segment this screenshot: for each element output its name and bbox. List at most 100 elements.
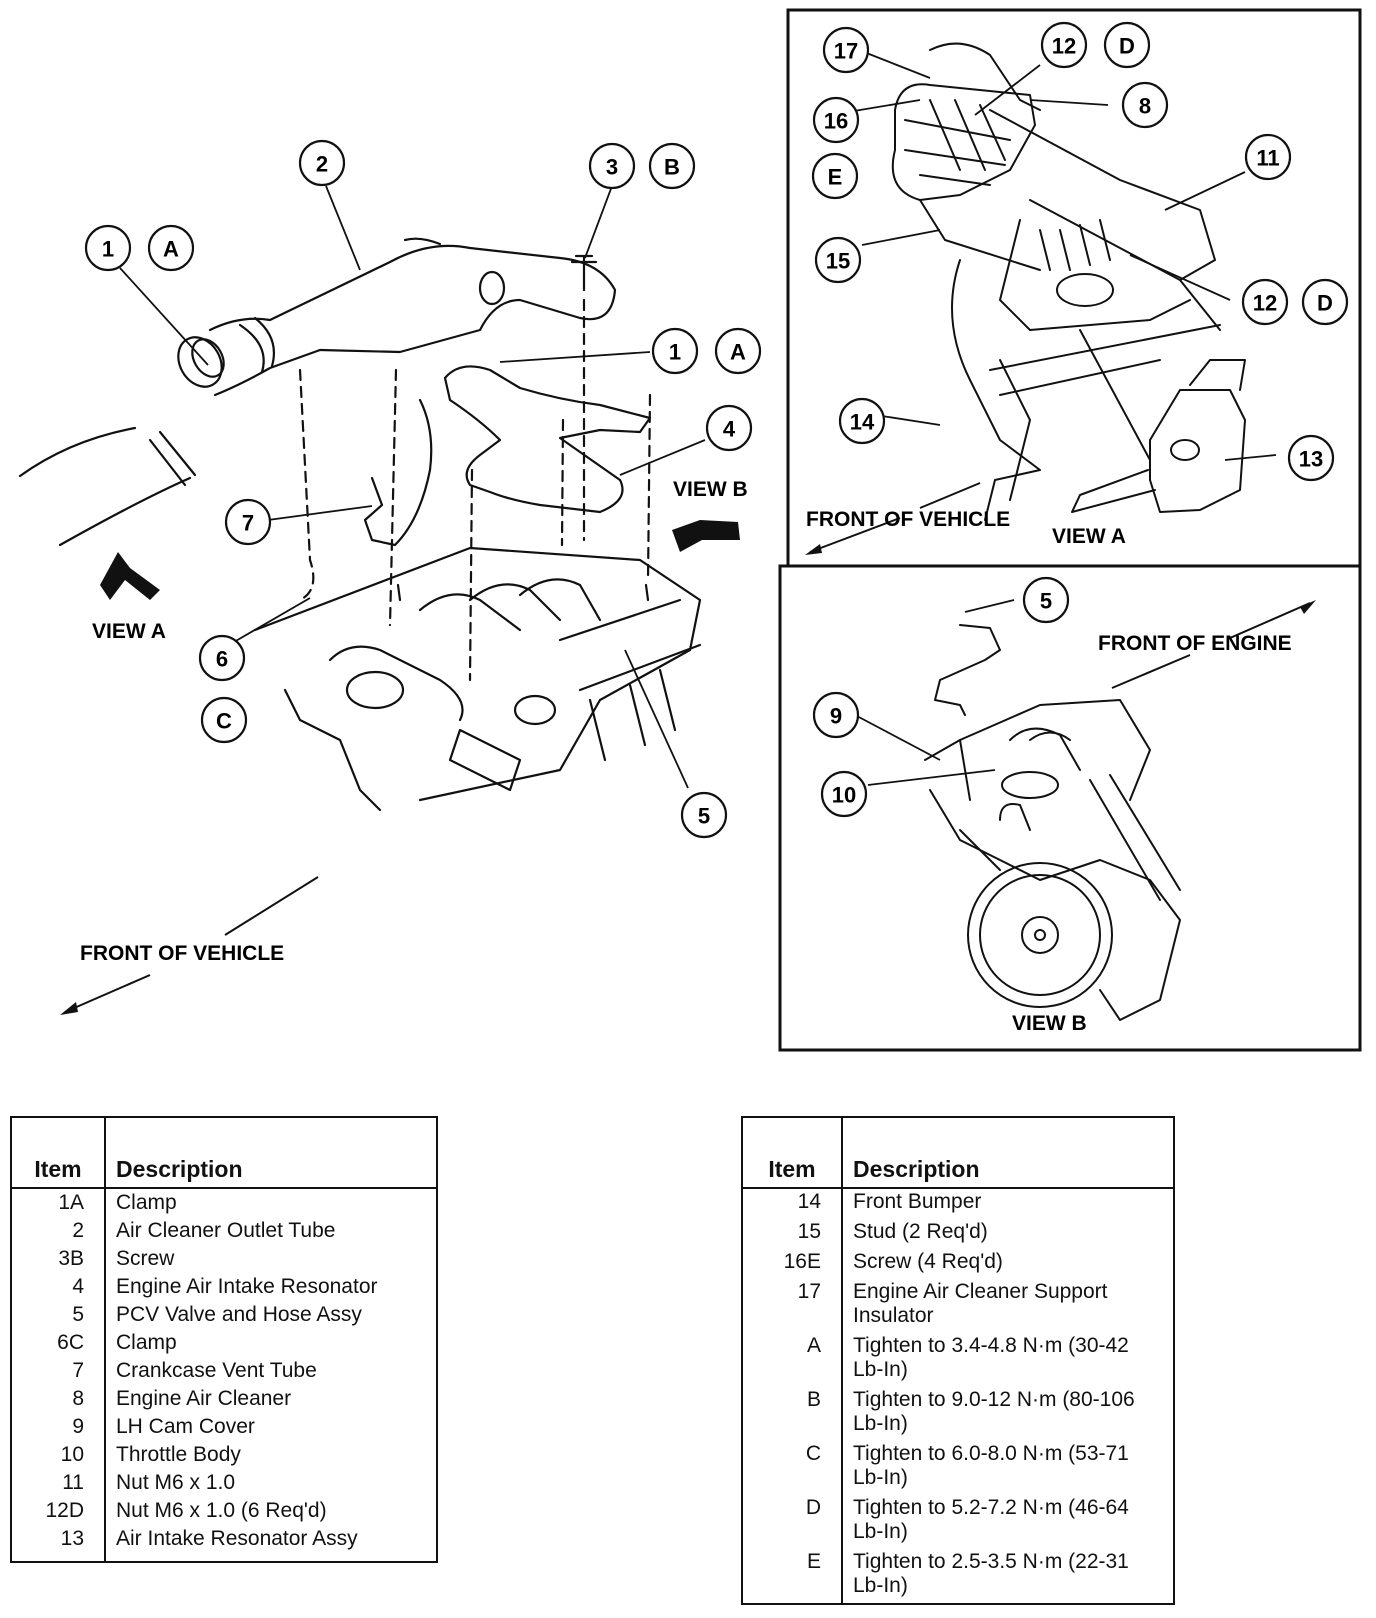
callout-number: 11	[1256, 146, 1279, 171]
legend-item-code: 13	[11, 1525, 106, 1562]
legend-item-code: 4	[11, 1273, 106, 1301]
callout-number: A	[163, 237, 179, 262]
legend-item-code: 8	[11, 1385, 106, 1413]
legend-item-code: 9	[11, 1413, 106, 1441]
legend-item-description: Tighten to 6.0-8.0 N·m (53-71 Lb-In)	[853, 1442, 1129, 1489]
callout-number: A	[730, 340, 746, 365]
legend-item-code: 11	[11, 1469, 106, 1497]
view-a-arrow-icon	[100, 552, 160, 600]
callout-circles	[84, 21, 1349, 839]
callout-number: 12	[1253, 291, 1277, 316]
callout-number: 2	[316, 152, 328, 177]
legend-item-description: Clamp	[116, 1191, 177, 1214]
legend-item-description: Clamp	[116, 1331, 177, 1354]
column-header-item: Item	[11, 1117, 106, 1189]
legend-item-code: 5	[11, 1301, 106, 1329]
callout-number: B	[664, 155, 680, 180]
callout-number: 4	[723, 417, 736, 442]
engine-air-intake-diagram: 1 A 2 3 B 1 A 4 7 6 C 5 17 12 D 16 8 E 1…	[18, 8, 1362, 1052]
callout-number: 5	[1040, 589, 1052, 614]
view-a-panel-title: VIEW A	[1052, 525, 1126, 548]
legend-item-description: Tighten to 2.5-3.5 N·m (22-31 Lb-In)	[853, 1550, 1129, 1597]
legend-item-code: 3B	[11, 1245, 106, 1273]
callout-number: 9	[830, 704, 842, 729]
callout-number: 13	[1299, 447, 1323, 472]
legend-item-code: 15	[742, 1219, 843, 1249]
legend-item-code: C	[742, 1441, 843, 1495]
table-row: 9 LH Cam Cover	[11, 1413, 437, 1441]
legend-item-description: Stud (2 Req'd)	[853, 1220, 988, 1243]
callout-number: 5	[698, 804, 710, 829]
main-view-drawing	[18, 237, 702, 812]
callout-number: 10	[832, 783, 856, 808]
callout-number: 16	[824, 109, 848, 134]
legend-item-description: Throttle Body	[116, 1443, 241, 1466]
front-of-engine-arrow-icon	[1111, 602, 1311, 689]
legend-item-description: Engine Air Cleaner Support Insulator	[853, 1280, 1108, 1327]
callout-numbers: 1 A 2 3 B 1 A 4 7 6 C 5 17 12 D 16 8 E 1…	[102, 34, 1333, 829]
legend-item-code: 10	[11, 1441, 106, 1469]
view-a-label: VIEW A	[92, 620, 166, 643]
callout-number: 15	[826, 249, 850, 274]
table-row: 3B Screw	[11, 1245, 437, 1273]
callout-number: 17	[834, 39, 858, 64]
table-row: 16E Screw (4 Req'd)	[742, 1249, 1174, 1279]
table-row: 15 Stud (2 Req'd)	[742, 1219, 1174, 1249]
legend-item-description: Tighten to 9.0-12 N·m (80-106 Lb-In)	[853, 1388, 1135, 1435]
legend-item-description: Crankcase Vent Tube	[116, 1359, 317, 1382]
table-row: 12D Nut M6 x 1.0 (6 Req'd)	[11, 1497, 437, 1525]
legend-item-code: 17	[742, 1279, 843, 1333]
column-header-description: Description	[105, 1117, 437, 1189]
legend-item-description: Screw (4 Req'd)	[853, 1250, 1003, 1273]
legend-item-description: Air Intake Resonator Assy	[116, 1527, 358, 1550]
front-of-vehicle-label: FRONT OF VEHICLE	[80, 942, 284, 965]
callout-number: D	[1119, 34, 1135, 59]
legend-item-description: Screw	[116, 1247, 175, 1270]
callout-number: C	[216, 709, 232, 734]
legend-item-description: Front Bumper	[853, 1190, 982, 1213]
callout-number: D	[1317, 291, 1333, 316]
callout-number: E	[828, 165, 843, 190]
callout-number: 8	[1139, 94, 1151, 119]
legend-item-code: 2	[11, 1217, 106, 1245]
view-a-drawing	[891, 42, 1246, 521]
legend-item-code: 16E	[742, 1249, 843, 1279]
table-row: 13 Air Intake Resonator Assy	[11, 1525, 437, 1562]
legend-item-code: A	[742, 1333, 843, 1387]
table-row: 6C Clamp	[11, 1329, 437, 1357]
view-b-arrow-icon	[672, 520, 740, 552]
legend-item-code: 12D	[11, 1497, 106, 1525]
legend-item-code: 6C	[11, 1329, 106, 1357]
callout-number: 14	[850, 410, 875, 435]
legend-item-description: Tighten to 3.4-4.8 N·m (30-42 Lb-In)	[853, 1334, 1129, 1381]
view-b-panel-title: VIEW B	[1012, 1012, 1087, 1035]
view-a-front-arrow-icon	[809, 482, 981, 553]
table-row: 2 Air Cleaner Outlet Tube	[11, 1217, 437, 1245]
view-labels: VIEW A VIEW B FRONT OF VEHICLE FRONT OF …	[80, 478, 1292, 1035]
legend-item-code: B	[742, 1387, 843, 1441]
legend-item-description: Nut M6 x 1.0 (6 Req'd)	[116, 1499, 327, 1522]
front-of-vehicle-arrow-icon	[64, 876, 319, 1013]
callout-number: 1	[102, 237, 114, 262]
callout-number: 6	[216, 647, 228, 672]
legend-item-description: Engine Air Cleaner	[116, 1387, 292, 1410]
legend-item-description: Air Cleaner Outlet Tube	[116, 1219, 336, 1242]
table-row: 8 Engine Air Cleaner	[11, 1385, 437, 1413]
front-of-engine-label: FRONT OF ENGINE	[1098, 632, 1292, 655]
legend-item-description: LH Cam Cover	[116, 1415, 255, 1438]
leader-lines	[119, 51, 1277, 789]
